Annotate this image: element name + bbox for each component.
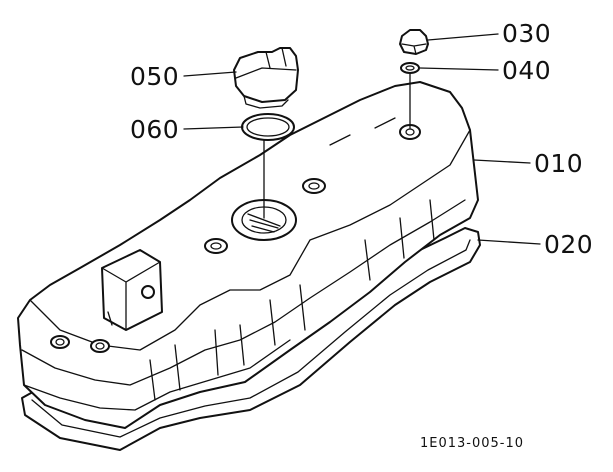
cover-bosses: [50, 124, 421, 353]
leader-030: [427, 33, 499, 41]
part-number-060: 060: [130, 115, 180, 144]
leader-020: [477, 239, 541, 245]
leader-lines: [183, 33, 541, 245]
o-ring: [241, 113, 295, 141]
washer: [400, 62, 420, 74]
part-number-030: 030: [502, 19, 552, 48]
oil-filler-cap: [233, 47, 299, 109]
leader-060: [183, 126, 244, 130]
leader-040: [419, 67, 499, 71]
mounting-bracket: [101, 249, 163, 331]
part-number-010: 010: [534, 149, 584, 178]
part-number-050: 050: [130, 62, 180, 91]
leader-050: [183, 71, 237, 77]
leader-010: [473, 159, 531, 164]
rocker-cover-body: [17, 81, 479, 429]
part-number-020: 020: [544, 230, 594, 259]
cap-nut: [399, 29, 429, 55]
figure-code: 1E013-005-10: [420, 436, 525, 451]
part-number-040: 040: [502, 56, 552, 85]
